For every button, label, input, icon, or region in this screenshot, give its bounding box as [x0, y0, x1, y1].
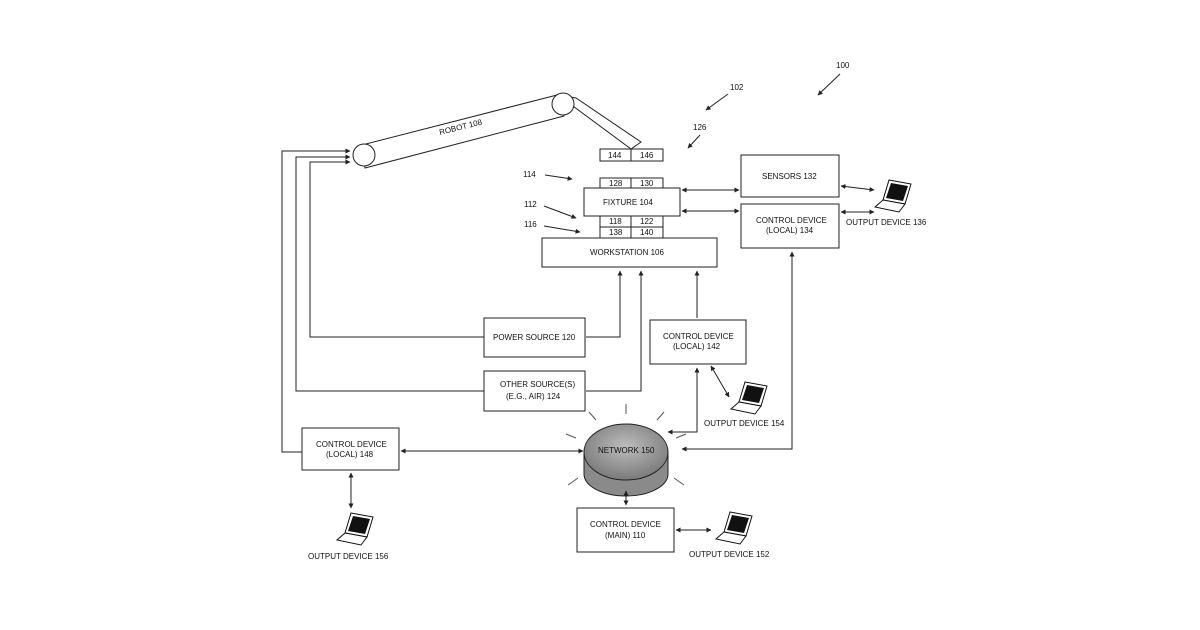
connector-128-label: 128 — [609, 179, 623, 188]
control-device-142-line2: (LOCAL) 142 — [673, 342, 721, 351]
control-device-110-box — [577, 508, 674, 552]
laptop-icon — [731, 382, 767, 414]
connector-118-label: 118 — [609, 217, 622, 226]
control-device-134-line2: (LOCAL) 134 — [766, 226, 814, 235]
link-power-workstation — [586, 271, 620, 337]
robot-upper-arm — [362, 95, 564, 168]
power-source-label: POWER SOURCE 120 — [493, 333, 576, 342]
other-sources-box — [484, 371, 585, 411]
ref-126: 126 — [693, 123, 707, 132]
link-control142-od154 — [711, 366, 729, 397]
control-device-142-line1: CONTROL DEVICE — [663, 332, 734, 341]
robot-arm: ROBOT 108 — [353, 93, 641, 168]
fixture-label: FIXTURE 104 — [603, 198, 653, 207]
leader-126 — [688, 135, 700, 148]
control-device-110-line2: (MAIN) 110 — [605, 531, 646, 540]
laptop-icon — [337, 513, 373, 545]
connector-144-label: 144 — [608, 151, 622, 160]
laptop-icon — [716, 512, 752, 544]
ref-112: 112 — [524, 200, 537, 209]
output-device-152-label: OUTPUT DEVICE 152 — [689, 550, 770, 559]
ref-114: 114 — [523, 170, 536, 179]
output-device-154-label: OUTPUT DEVICE 154 — [704, 419, 785, 428]
control-device-110-line1: CONTROL DEVICE — [590, 520, 661, 529]
laptop-icon — [875, 180, 911, 212]
connector-122-label: 122 — [640, 217, 654, 226]
connector-140-label: 140 — [640, 228, 654, 237]
link-network-control142 — [668, 368, 697, 432]
link-control148-robot — [282, 151, 350, 452]
leader-112 — [544, 206, 576, 218]
other-sources-line2: (E.G., AIR) 124 — [506, 392, 561, 401]
link-other-robot — [296, 157, 484, 391]
sensors-label: SENSORS 132 — [762, 172, 817, 181]
connector-146-label: 146 — [640, 151, 654, 160]
other-sources-line1: OTHER SOURCE(S) — [500, 380, 575, 389]
control-device-134-line1: CONTROL DEVICE — [756, 216, 827, 225]
control-device-148-line2: (LOCAL) 148 — [326, 450, 374, 459]
link-other-workstation — [586, 271, 641, 391]
ref-102: 102 — [730, 83, 744, 92]
link-power-robot — [310, 162, 484, 337]
leader-114 — [545, 175, 572, 179]
control-device-148-line1: CONTROL DEVICE — [316, 440, 387, 449]
link-sensors-od136 — [841, 186, 874, 190]
ref-100: 100 — [836, 61, 850, 70]
leader-116 — [544, 226, 580, 232]
control-device-148-box — [302, 428, 399, 470]
workstation-label: WORKSTATION 106 — [590, 248, 664, 257]
leader-102 — [706, 94, 728, 110]
robot-joint-icon — [353, 144, 375, 166]
connector-130-label: 130 — [640, 179, 654, 188]
output-device-136-label: OUTPUT DEVICE 136 — [846, 218, 927, 227]
output-device-156-label: OUTPUT DEVICE 156 — [308, 552, 389, 561]
robot-joint-icon — [552, 93, 574, 115]
leader-100 — [818, 74, 840, 95]
ref-116: 116 — [524, 220, 537, 229]
connector-138-label: 138 — [609, 228, 623, 237]
network-label: NETWORK 150 — [598, 446, 655, 455]
